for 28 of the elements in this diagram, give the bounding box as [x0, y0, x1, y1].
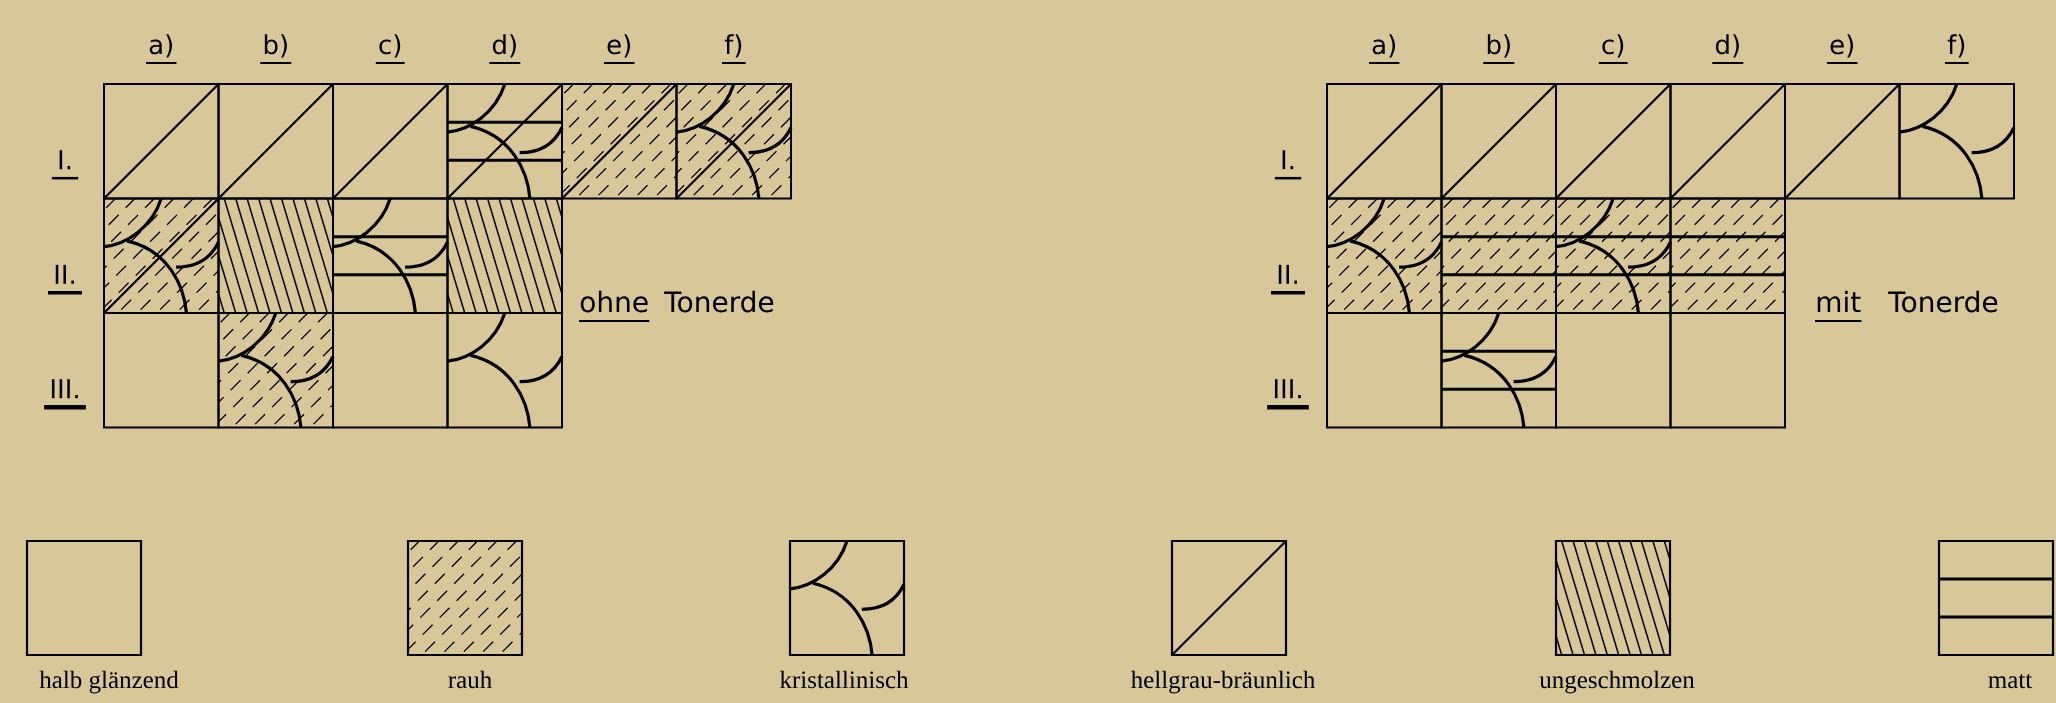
row-label: II.: [1271, 264, 1305, 295]
column-label: f): [1943, 34, 1970, 64]
column-label: a): [1367, 34, 1401, 64]
row-label: I.: [51, 150, 79, 180]
column-label: e): [602, 34, 636, 64]
legend-label: kristallinisch: [779, 670, 909, 689]
legend-label: rauh: [448, 670, 492, 689]
column-label: e): [1825, 34, 1859, 64]
column-label: b): [259, 34, 293, 64]
column-label: f): [720, 34, 747, 64]
row-label: III.: [1267, 379, 1309, 410]
column-label: b): [1482, 34, 1516, 64]
column-label: d): [1711, 34, 1745, 64]
note-text: Tonerde: [1888, 290, 1998, 313]
column-label: c): [374, 34, 406, 64]
underlined-word: mit: [1814, 290, 1863, 322]
legend-label: halb glänzend: [39, 670, 179, 694]
note-text: Tonerde: [664, 290, 774, 313]
column-label: d): [488, 34, 522, 64]
legend-label: ungeschmolzen: [1539, 670, 1695, 694]
row-label: III.: [44, 379, 86, 410]
row-label: II.: [48, 264, 82, 295]
row-label: I.: [1274, 150, 1302, 180]
legend-label: matt: [1988, 673, 2033, 689]
underlined-word: ohne: [578, 290, 651, 322]
column-label: a): [145, 34, 178, 64]
legend-label: hellgrau-bräunlich: [1130, 670, 1316, 694]
column-label: c): [1597, 34, 1629, 64]
